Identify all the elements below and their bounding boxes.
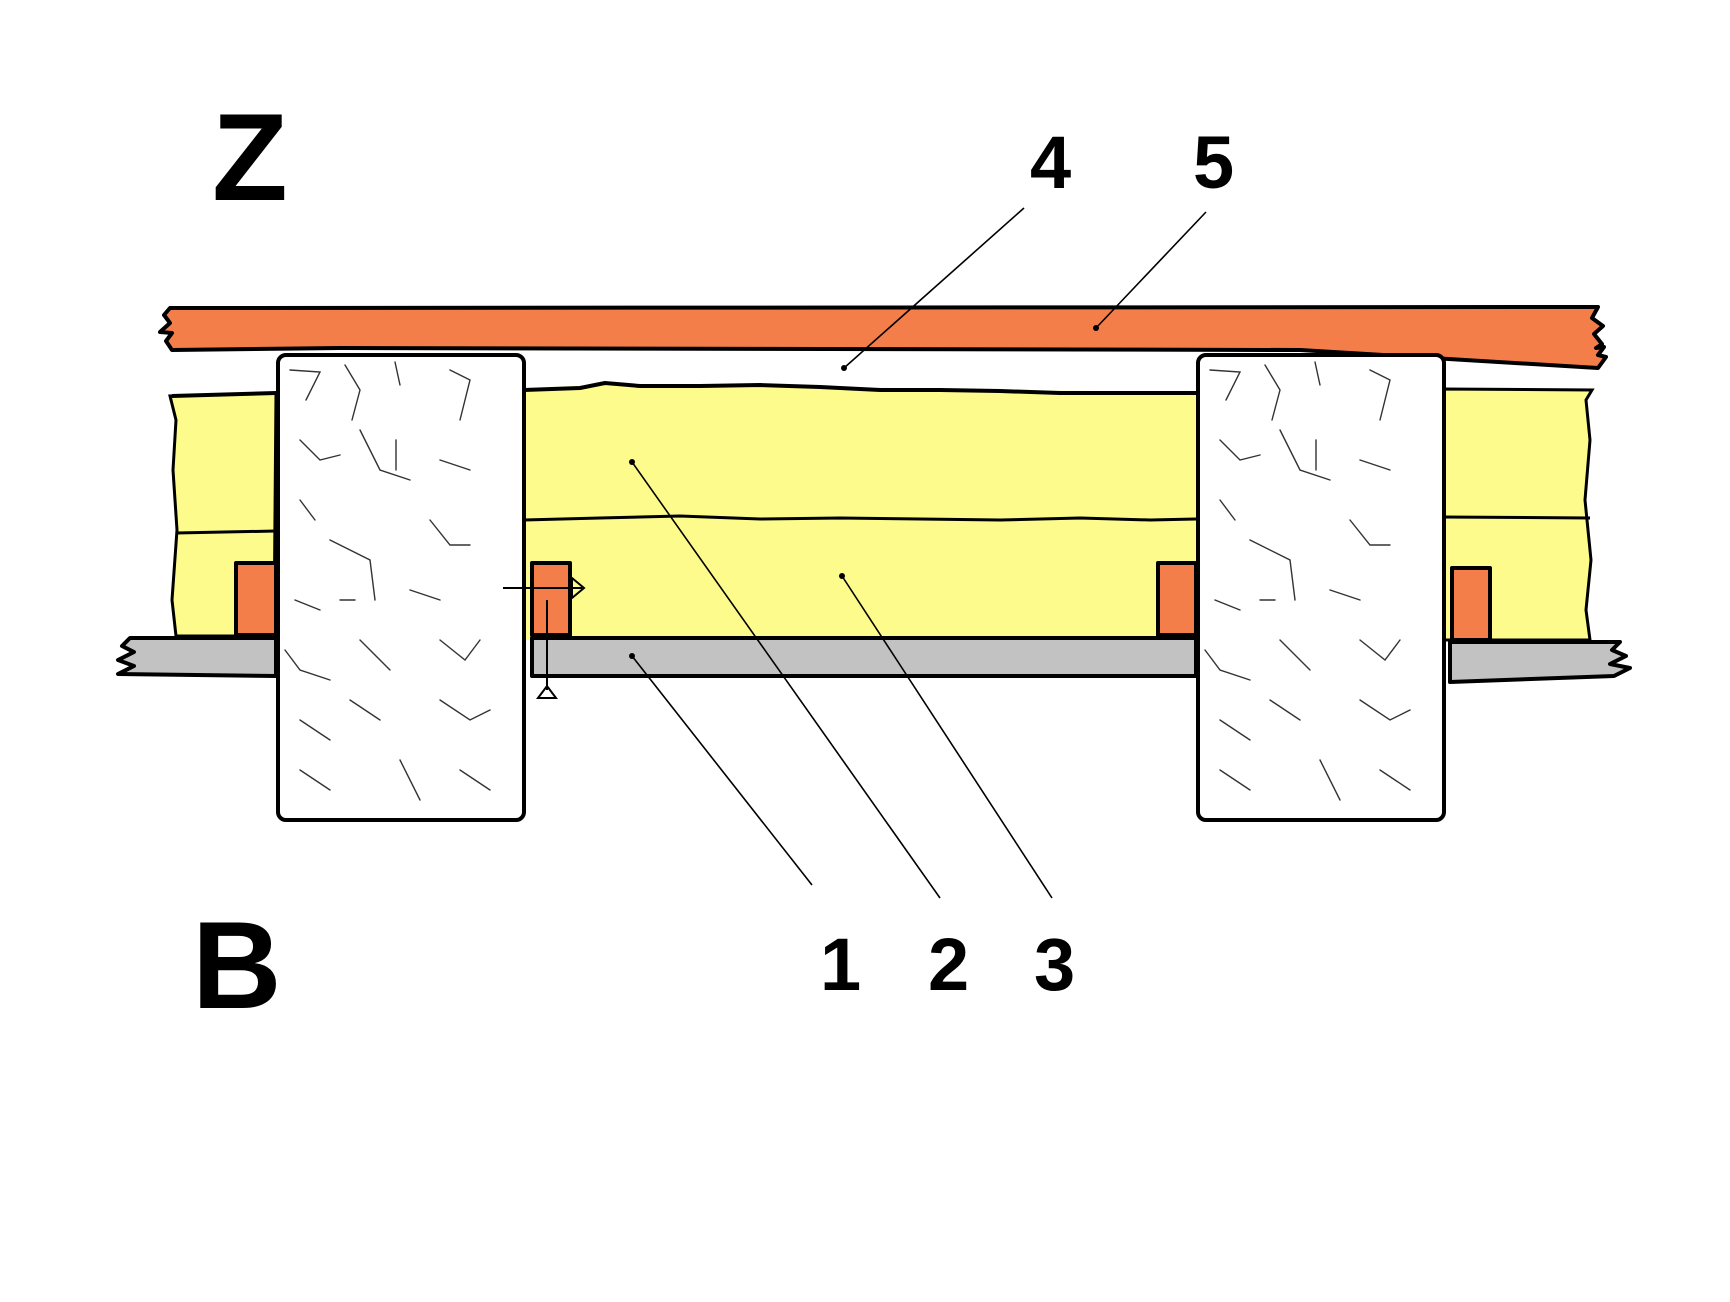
leader-dots (629, 325, 1099, 659)
batten-1 (234, 561, 278, 637)
insulation-right-seam (1441, 515, 1591, 520)
insulation-left-seam (175, 529, 277, 535)
callout-4: 4 (1030, 121, 1071, 204)
batten-2 (530, 561, 572, 637)
callout-5: 5 (1193, 121, 1234, 204)
rafter-left (276, 353, 526, 822)
plasterboard-left (116, 636, 278, 678)
batten-4 (1450, 566, 1492, 642)
insulation-middle-seam (523, 514, 1197, 522)
plasterboard-right (1448, 640, 1632, 684)
leader-3 (841, 575, 1053, 899)
rafter-right (1196, 353, 1446, 822)
insulation-middle-top-edge (523, 381, 1196, 395)
leader-4 (843, 207, 1025, 369)
callout-1: 1 (820, 923, 861, 1006)
insulation-left-top-edge (171, 391, 277, 398)
callout-3: 3 (1034, 923, 1075, 1006)
leader-1 (631, 655, 813, 886)
batten-3 (1156, 561, 1198, 637)
callout-2: 2 (928, 923, 969, 1006)
outside-label: Z (212, 89, 288, 227)
fastener-symbol (503, 575, 586, 699)
inside-label: B (192, 897, 282, 1035)
leader-5 (1095, 211, 1207, 329)
top-board-layer (158, 305, 1608, 370)
insulation-middle (524, 385, 1196, 640)
leader-2 (631, 461, 941, 899)
